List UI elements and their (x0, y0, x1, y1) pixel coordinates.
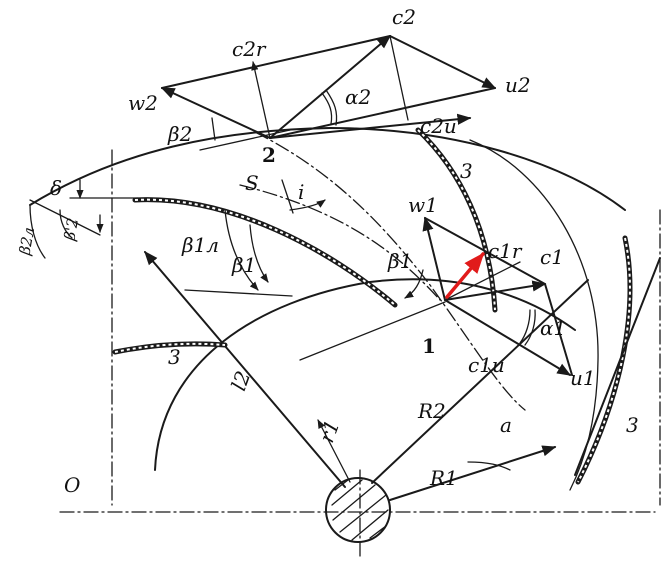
label-a: a (500, 413, 512, 437)
label-R2: R2 (417, 399, 446, 423)
l2-line (144, 250, 346, 488)
label-beta2l: β2л (15, 226, 38, 257)
label-c1r: c1r (488, 239, 523, 263)
label-beta1: β1 (231, 253, 256, 277)
label-i: i (298, 180, 304, 204)
label-3-right: 3 (626, 413, 639, 437)
label-beta1l: β1л (181, 233, 219, 257)
dash-dot-arc (254, 131, 526, 411)
label-point-1: 1 (422, 334, 436, 358)
label-alpha1: α1 (540, 316, 566, 340)
label-R1: R1 (429, 466, 458, 490)
label-w2: w2 (128, 91, 158, 115)
label-point-2: 2 (262, 143, 276, 167)
label-c1u: c1u (468, 353, 505, 377)
label-c1: c1 (540, 245, 564, 269)
label-c2r: c2r (232, 37, 267, 61)
blades (112, 127, 633, 485)
label-w1: w1 (408, 193, 438, 217)
label-3-left: 3 (168, 345, 181, 369)
label-l2: l2 (226, 368, 255, 394)
dash-dot-arc-2 (239, 184, 441, 301)
label-u1: u1 (570, 366, 596, 390)
label-c2u: c2u (420, 114, 457, 138)
inlet-velocity-triangle (404, 216, 573, 376)
label-delta: δ (50, 176, 62, 200)
label-c2: c2 (392, 5, 416, 29)
label-3-top: 3 (460, 159, 473, 183)
right-radial-line (574, 257, 661, 476)
shaft (325, 477, 391, 543)
outlet-velocity-triangle (160, 35, 497, 151)
label-u2: u2 (505, 73, 531, 97)
label-O: O (64, 473, 80, 497)
label-s: S (245, 171, 259, 195)
label-beta2: β2 (167, 122, 192, 146)
label-alpha2: α2 (345, 85, 371, 109)
outer-blade-contour (469, 139, 599, 491)
label-beta1-small: β1 (387, 249, 412, 273)
R1-line (389, 445, 557, 501)
R2-line (371, 279, 589, 484)
outlet-angle-region (29, 179, 139, 259)
r1-horizontal (299, 301, 446, 361)
label-beta2-prime: β'2 (60, 217, 82, 243)
R2-ref-arc (467, 461, 511, 471)
inlet-angle-region (184, 179, 326, 297)
r1-line (317, 419, 351, 483)
outer-circle-arc (29, 127, 626, 211)
inner-circle-arc (154, 278, 576, 471)
c1r-highlight-arrow (445, 252, 485, 299)
